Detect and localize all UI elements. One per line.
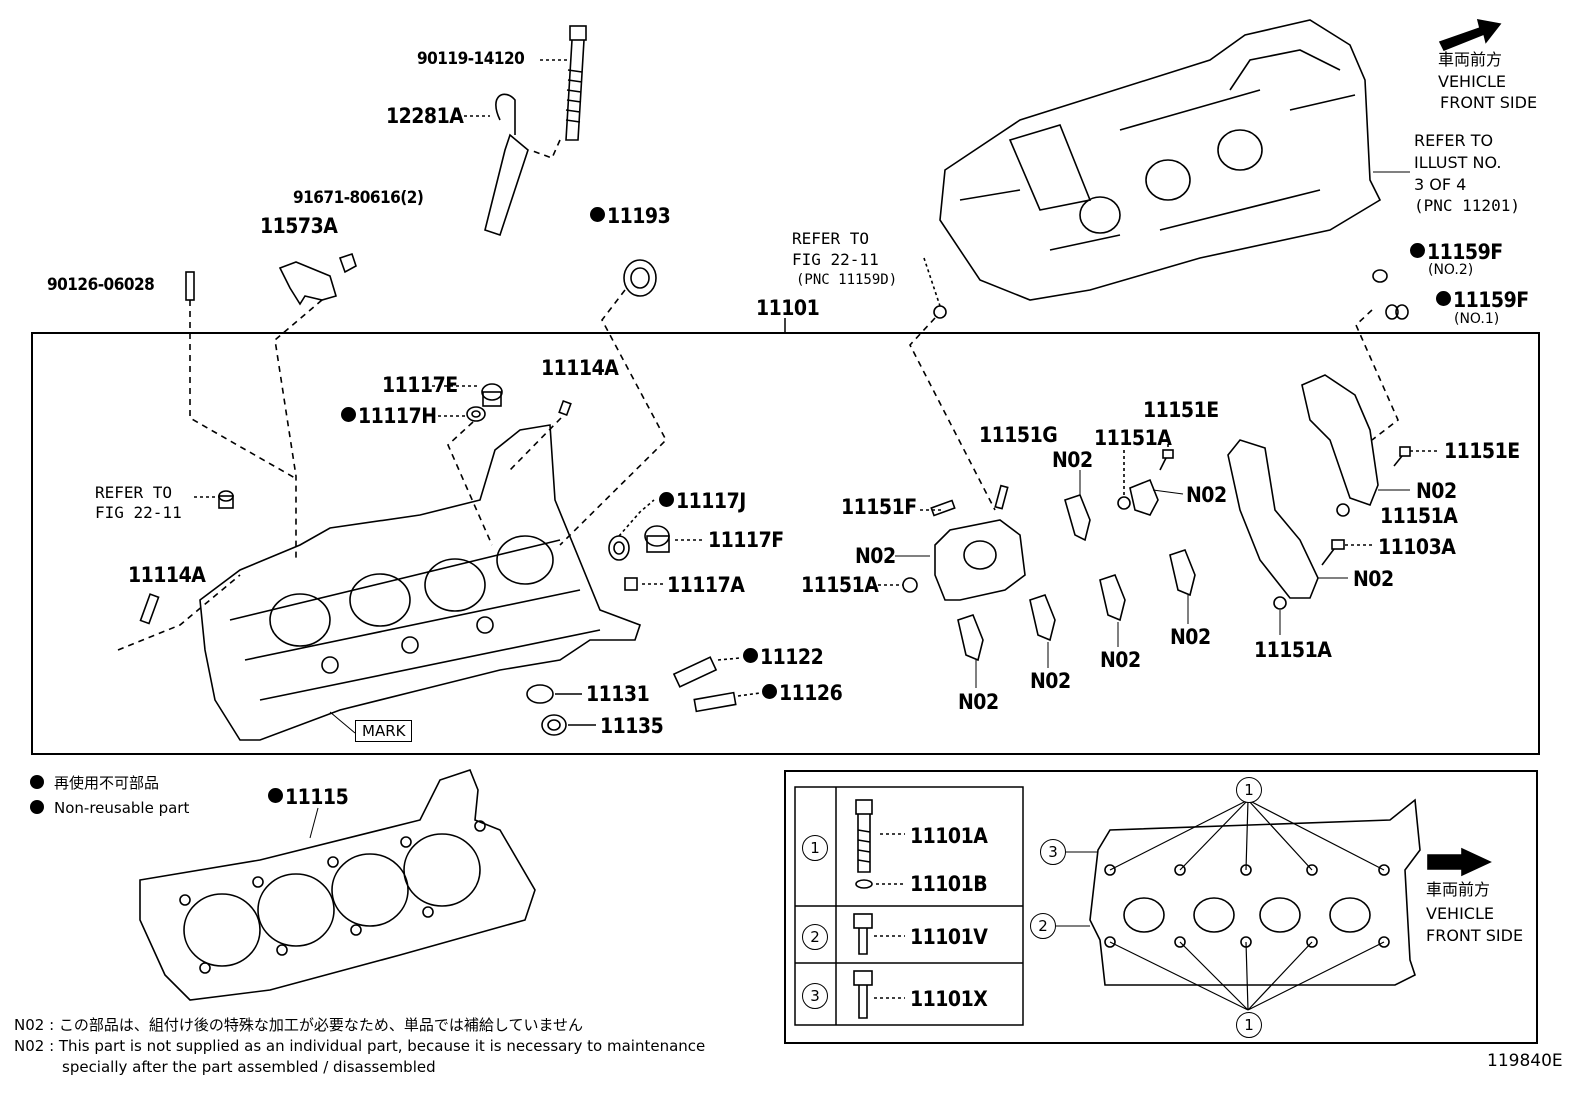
part-11117H: 11117H: [341, 406, 437, 427]
part-11193: 11193: [590, 206, 671, 227]
part-11117J: 11117J: [659, 491, 746, 512]
part-11151A-d: 11151A: [1254, 638, 1332, 662]
cylinder-head-cover: [939, 19, 1382, 301]
legend-jp: 再使用不可部品: [30, 774, 159, 792]
part-11114A-left: 11114A: [128, 563, 206, 587]
refer-illust-line4: (PNC 11201): [1414, 196, 1520, 215]
inset-direction-jp: 車両前方: [1426, 880, 1491, 899]
cylinder-head: [199, 424, 642, 741]
part-11151A-b: 11151A: [801, 573, 879, 597]
inset-circle-3: 3: [802, 983, 828, 1009]
figure-id: 119840E: [1487, 1051, 1563, 1071]
refer-fig-top-line3: (PNC 11159D): [796, 272, 898, 288]
part-11151E-a: 11151E: [1143, 398, 1219, 422]
refer-illust-line2: ILLUST NO.: [1414, 153, 1502, 172]
n02-label: N02: [1030, 669, 1071, 693]
non-reusable-dot: [268, 788, 283, 803]
n02-label: N02: [855, 544, 896, 568]
part-11101B: 11101B: [910, 872, 988, 896]
non-reusable-dot: [743, 648, 758, 663]
part-11126: 11126: [762, 683, 843, 704]
refer-illust-line3: 3 OF 4: [1414, 175, 1467, 194]
inset-direction-en2: FRONT SIDE: [1426, 926, 1524, 945]
footnote-en2: specially after the part assembled / dis…: [62, 1058, 436, 1076]
part-11117A: 11117A: [667, 573, 745, 597]
inset-circle-1: 1: [802, 835, 828, 861]
inset-direction-en1: VEHICLE: [1426, 904, 1494, 923]
non-reusable-dot: [30, 800, 44, 814]
part-11573A: 11573A: [260, 214, 338, 238]
non-reusable-dot: [30, 775, 44, 789]
inset-circle-2-side: 2: [1030, 913, 1056, 939]
part-11151G: 11151G: [979, 423, 1058, 447]
n02-label: N02: [958, 690, 999, 714]
n02-label: N02: [1186, 483, 1227, 507]
part-11101X: 11101X: [910, 987, 988, 1011]
inset-circle-1-bottom: 1: [1236, 1012, 1262, 1038]
direction-en1: VEHICLE: [1438, 72, 1506, 91]
legend-en: Non-reusable part: [30, 799, 189, 817]
n02-label: N02: [1353, 567, 1394, 591]
n02-label: N02: [1100, 648, 1141, 672]
refer-illust-line1: REFER TO: [1414, 131, 1494, 150]
non-reusable-dot: [659, 492, 674, 507]
refer-fig-top-line1: REFER TO: [792, 229, 870, 248]
mark-label: MARK: [355, 720, 413, 742]
n02-label: N02: [1170, 625, 1211, 649]
part-11115: 11115: [268, 787, 349, 808]
n02-caps: [957, 478, 1196, 662]
part-11151E-b: 11151E: [1444, 439, 1520, 463]
part-11101: 11101: [756, 296, 820, 320]
footnote-en1: N02 : This part is not supplied as an in…: [14, 1037, 706, 1055]
part-11135: 11135: [600, 714, 664, 738]
part-11159F-no2: 11159F: [1410, 242, 1503, 263]
direction-en2: FRONT SIDE: [1440, 93, 1538, 112]
direction-jp: 車両前方: [1438, 50, 1503, 69]
part-11103A: 11103A: [1378, 535, 1456, 559]
part-11151A-a: 11151A: [1094, 426, 1172, 450]
part-11101A: 11101A: [910, 824, 988, 848]
non-reusable-dot: [341, 407, 356, 422]
part-11117E: 11117E: [382, 373, 458, 397]
non-reusable-dot: [590, 207, 605, 222]
refer-fig-top-line2: FIG 22-11: [792, 250, 879, 269]
part-11151F: 11151F: [841, 495, 917, 519]
inset-circle-3-side: 3: [1040, 839, 1066, 865]
non-reusable-dot: [1410, 243, 1425, 258]
part-11159F-no2-sub: (NO.2): [1428, 262, 1474, 278]
n02-label: N02: [1052, 448, 1093, 472]
inset-circle-1-top: 1: [1236, 777, 1262, 803]
part-11131: 11131: [586, 682, 650, 706]
part-11151A-c: 11151A: [1380, 504, 1458, 528]
part-91671-80616: 91671-80616(2): [293, 188, 424, 208]
refer-fig-left-line2: FIG 22-11: [95, 503, 182, 522]
refer-fig-left-line1: REFER TO: [95, 483, 173, 502]
n02-label: N02: [1416, 479, 1457, 503]
part-11122: 11122: [743, 647, 824, 668]
part-11114A-top: 11114A: [541, 356, 619, 380]
part-11159F-no1: 11159F: [1436, 290, 1529, 311]
part-12281A: 12281A: [386, 104, 464, 128]
head-gasket: [139, 769, 536, 1001]
part-90119-14120: 90119-14120: [417, 49, 525, 69]
non-reusable-dot: [1436, 291, 1451, 306]
part-11101V: 11101V: [910, 925, 988, 949]
non-reusable-dot: [762, 684, 777, 699]
bolt-90119: [565, 25, 587, 141]
part-11117F: 11117F: [708, 528, 784, 552]
inset-circle-2: 2: [802, 924, 828, 950]
part-90126-06028: 90126-06028: [47, 275, 155, 295]
footnote-jp: N02 : この部品は、組付け後の特殊な加工が必要なため、単品では補給していませ…: [14, 1016, 584, 1034]
part-11159F-no1-sub: (NO.1): [1454, 311, 1500, 327]
